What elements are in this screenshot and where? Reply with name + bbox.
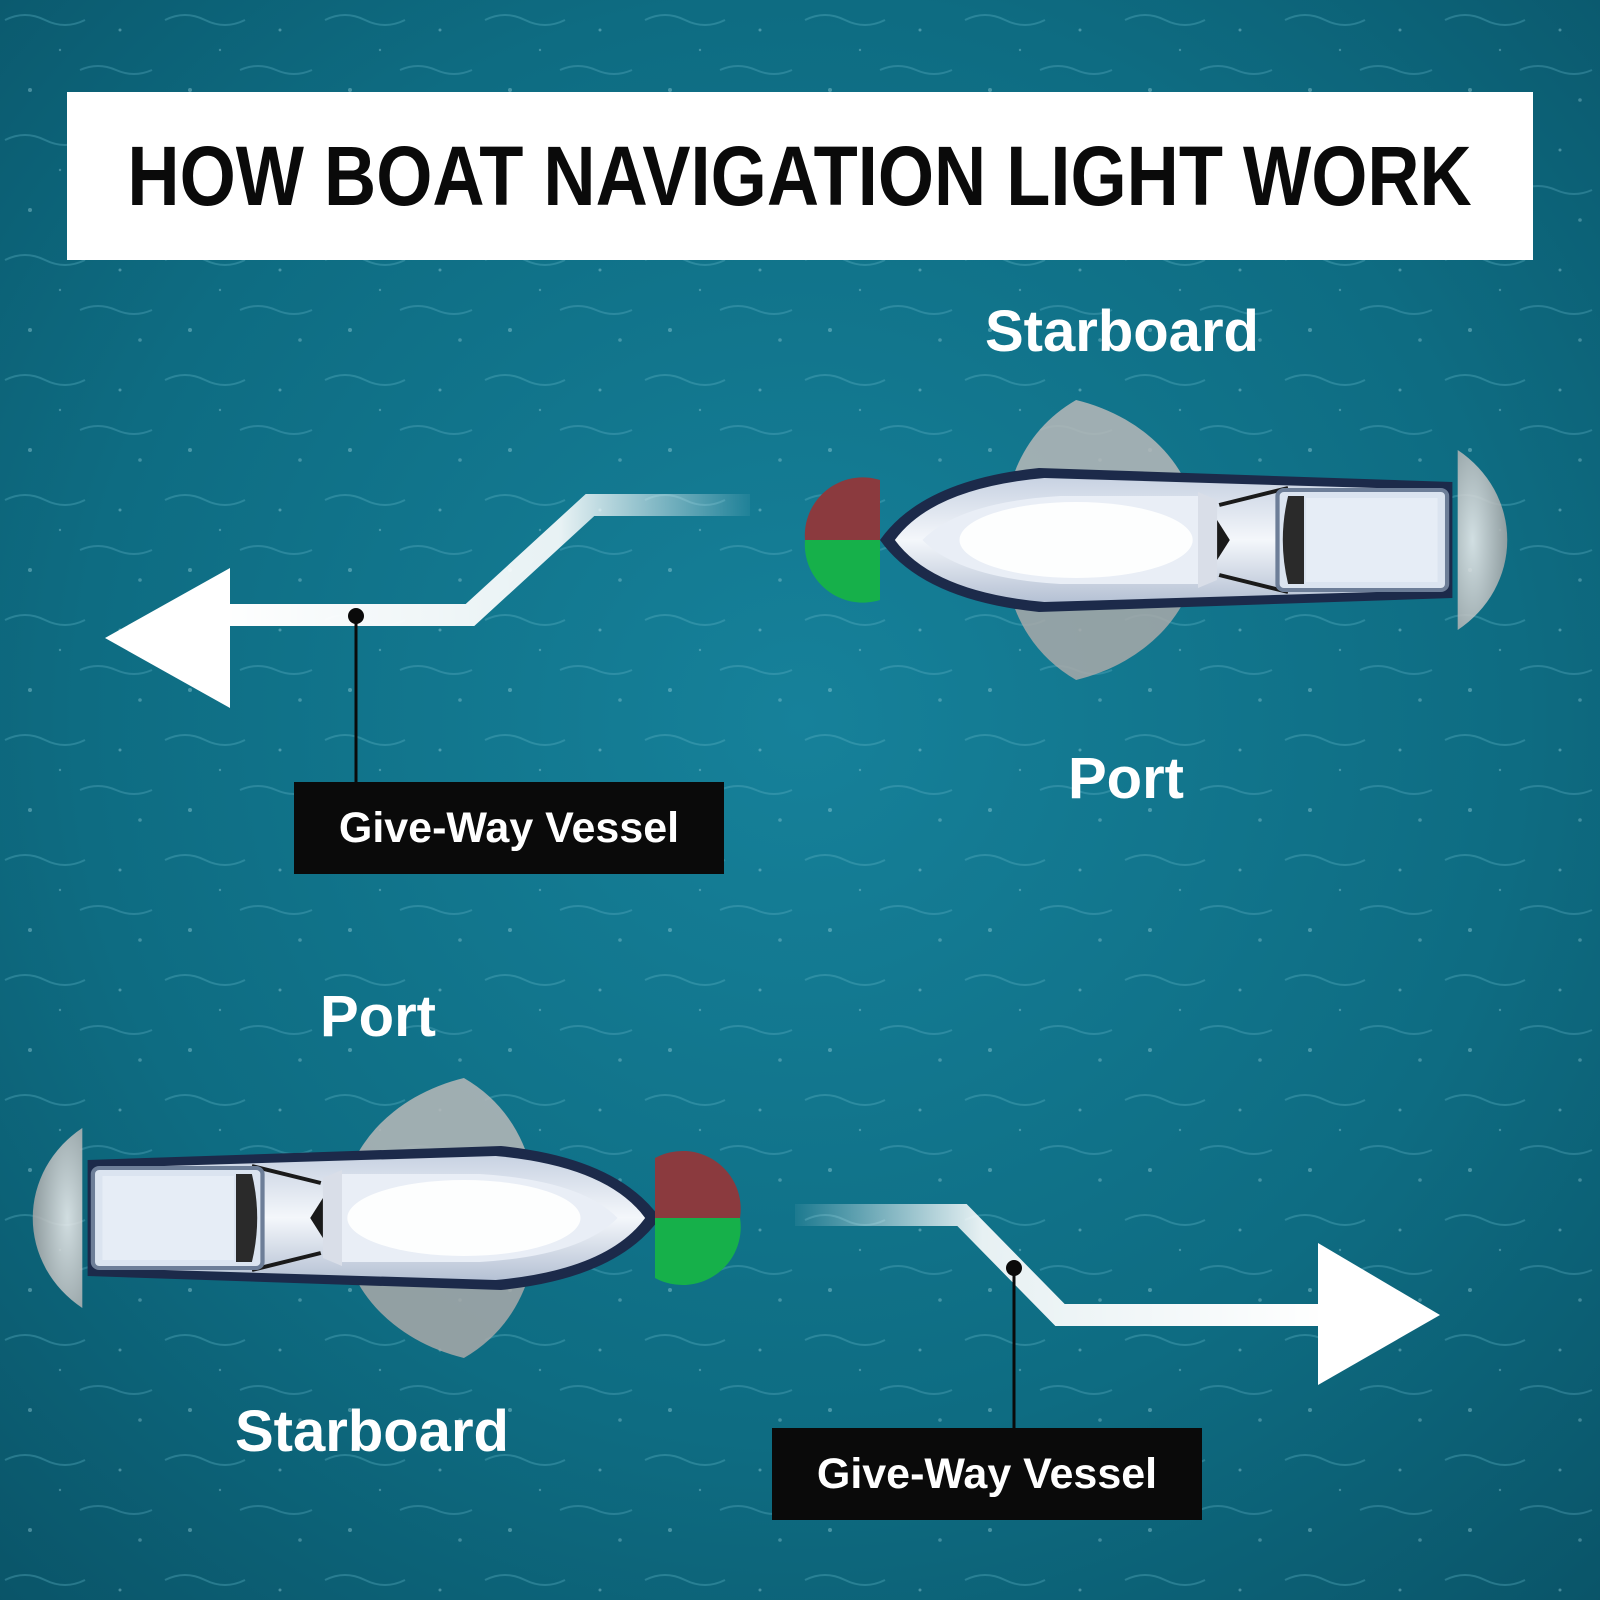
bottom-give-way-vessel-tag: Give-Way Vessel	[772, 1428, 1202, 1520]
top-course-arrow	[105, 494, 750, 708]
bottom-give-way-vessel-boat	[33, 1078, 741, 1358]
top-give-way-vessel-tag: Give-Way Vessel	[294, 782, 724, 874]
bottom-port-label: Port	[320, 984, 436, 1049]
bottom-boat-red-sidelight	[655, 1150, 741, 1218]
top-boat-red-sidelight	[804, 477, 880, 540]
top-boat-green-sidelight	[804, 540, 880, 603]
bottom-boat-green-sidelight	[655, 1218, 741, 1286]
top-starboard-label: Starboard	[985, 299, 1259, 364]
page-title: HOW BOAT NAVIGATION LIGHT WORK	[127, 128, 1473, 223]
top-tag-pointer	[348, 608, 364, 782]
bottom-tag-pointer	[1006, 1260, 1022, 1430]
top-port-label: Port	[1068, 746, 1184, 811]
title-banner: HOW BOAT NAVIGATION LIGHT WORK	[67, 92, 1533, 260]
bottom-starboard-label: Starboard	[235, 1399, 509, 1464]
top-give-way-vessel-boat	[804, 400, 1507, 680]
